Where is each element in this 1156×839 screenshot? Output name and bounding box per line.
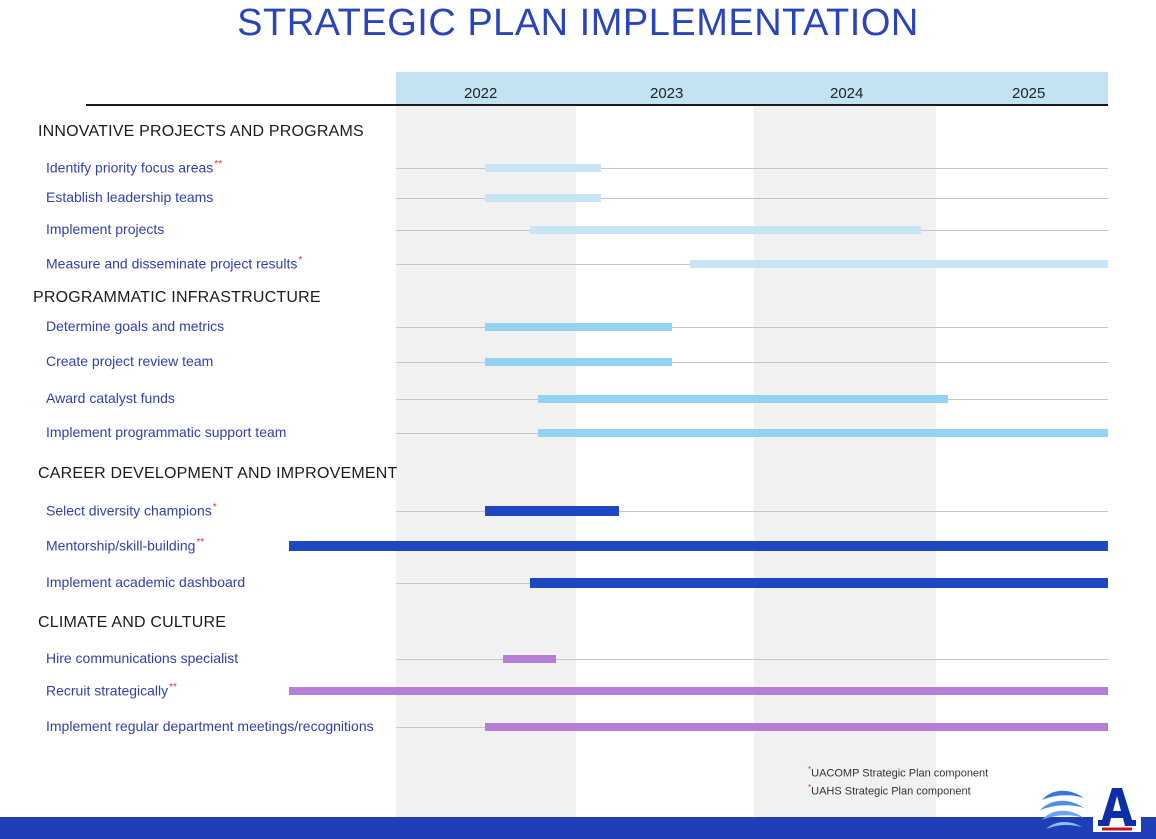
task-row-line [396, 198, 1108, 199]
task-bar [538, 395, 948, 403]
footnote-uahs-marker: * [808, 783, 812, 792]
task-bar [289, 541, 1108, 551]
footnote-uacomp: *UACOMP Strategic Plan component [808, 765, 988, 780]
task-label: Award catalyst funds [46, 390, 175, 406]
task-bar [538, 429, 1108, 437]
task-label-text: Identify priority focus areas [46, 159, 214, 176]
task-label: Determine goals and metrics [46, 318, 224, 334]
task-marker: ** [196, 537, 205, 548]
task-row-line [396, 327, 1108, 328]
year-column-2022 [396, 106, 576, 818]
task-label: Implement projects [46, 221, 164, 237]
task-label: Establish leadership teams [46, 189, 213, 205]
task-row-line [396, 511, 1108, 512]
section-heading: CAREER DEVELOPMENT AND IMPROVEMENT [38, 465, 398, 482]
task-label-text: Implement projects [46, 221, 165, 237]
task-bar [485, 723, 1108, 731]
task-marker: ** [169, 682, 177, 693]
task-label: Mentorship/skill-building** [46, 537, 204, 554]
task-label: Implement regular department meetings/re… [46, 718, 374, 734]
task-marker: ** [214, 159, 223, 170]
uahs-wave-logo-icon [1040, 790, 1084, 829]
task-marker: * [212, 502, 217, 513]
section-heading: PROGRAMMATIC INFRASTRUCTURE [33, 289, 321, 306]
task-label-text: Measure and disseminate project results [46, 255, 298, 272]
task-label-text: Create project review team [46, 353, 214, 369]
year-label-2023: 2023 [650, 85, 684, 102]
task-label: Select diversity champions* [46, 502, 217, 519]
year-label-2022: 2022 [464, 85, 498, 102]
task-row-line [396, 168, 1108, 169]
task-bar [530, 578, 1108, 588]
task-label-text: Select diversity champions [46, 502, 212, 519]
task-label: Recruit strategically** [46, 682, 177, 699]
task-bar [690, 260, 1108, 268]
task-label-text: Implement programmatic support team [46, 424, 287, 440]
section-heading: CLIMATE AND CULTURE [38, 614, 227, 631]
task-bar [530, 226, 921, 234]
task-label-text: Award catalyst funds [46, 390, 175, 406]
task-label-text: Mentorship/skill-building [46, 537, 196, 554]
task-bar [485, 358, 672, 366]
task-bar [485, 194, 601, 202]
footnote-uahs-text: UAHS Strategic Plan component [811, 785, 971, 798]
page-title: STRATEGIC PLAN IMPLEMENTATION [237, 2, 919, 44]
task-label-text: Implement regular department meetings/re… [46, 718, 374, 734]
task-label: Create project review team [46, 353, 213, 369]
bottom-band [0, 817, 1156, 839]
header-rule [86, 104, 1108, 106]
task-marker: * [298, 255, 303, 266]
task-bar [485, 506, 619, 516]
task-label-text: Determine goals and metrics [46, 318, 225, 334]
task-bar [289, 687, 1108, 695]
year-label-2025: 2025 [1012, 85, 1046, 102]
footnote-uacomp-marker: * [808, 765, 812, 774]
task-label: Measure and disseminate project results* [46, 255, 302, 272]
year-column-2024 [754, 106, 936, 818]
task-label-text: Recruit strategically [46, 682, 169, 699]
task-label-text: Establish leadership teams [46, 189, 214, 205]
university-a-logo-icon [1093, 782, 1141, 832]
task-label: Implement programmatic support team [46, 424, 286, 440]
footnote-uacomp-text: UACOMP Strategic Plan component [811, 767, 989, 780]
footnote-uahs: *UAHS Strategic Plan component [808, 783, 971, 798]
task-bar [503, 655, 556, 663]
section-heading: INNOVATIVE PROJECTS AND PROGRAMS [38, 123, 364, 140]
task-label-text: Implement academic dashboard [46, 574, 246, 590]
task-label: Identify priority focus areas** [46, 159, 222, 176]
task-row-line [396, 362, 1108, 363]
task-row-line [396, 659, 1108, 660]
task-bar [485, 164, 601, 172]
task-bar [485, 323, 672, 331]
year-header-band [396, 72, 1108, 104]
year-label-2024: 2024 [830, 85, 864, 102]
task-label: Hire communications specialist [46, 650, 238, 666]
task-label-text: Hire communications specialist [46, 650, 239, 666]
task-label: Implement academic dashboard [46, 574, 245, 590]
